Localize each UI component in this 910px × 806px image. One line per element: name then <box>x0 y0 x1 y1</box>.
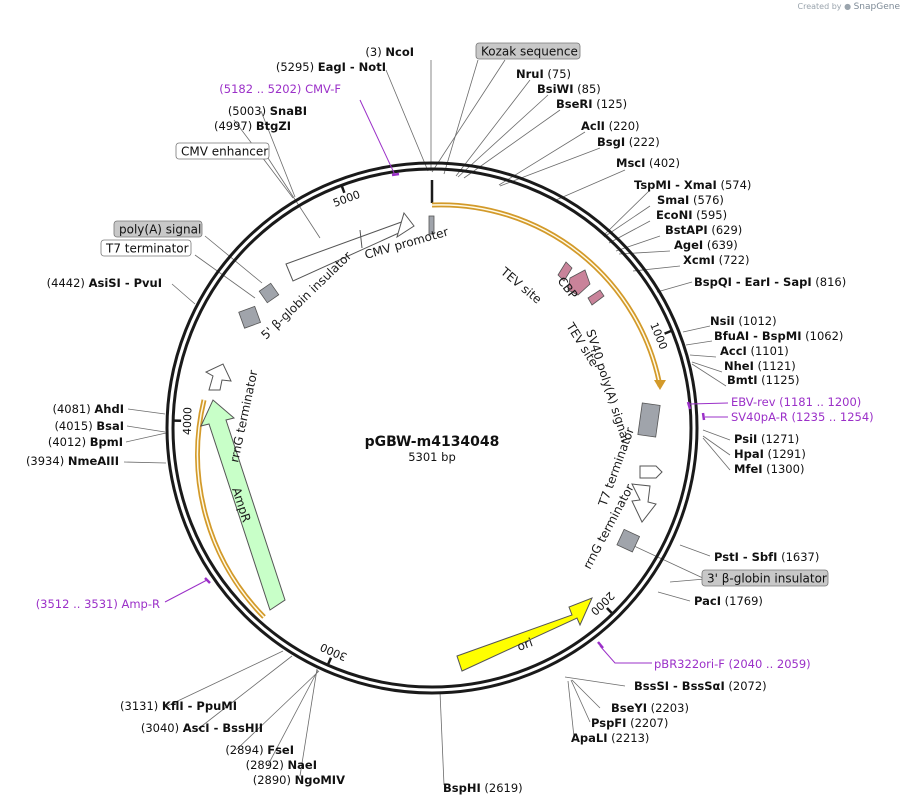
tick-label: 5000 <box>331 188 362 210</box>
feature-polya-signal[interactable] <box>258 282 280 304</box>
primer-marks <box>164 99 729 664</box>
snapgene-logo-icon: ● <box>844 2 852 11</box>
enzyme-site[interactable]: PacI (1769) <box>694 594 763 608</box>
primer-labels: (5182 .. 5202) CMV-F EBV-rev (1181 .. 120… <box>36 82 874 671</box>
enzyme-site[interactable]: BseYI (2203) <box>611 701 689 715</box>
feature-box[interactable]: CMV enhancer <box>175 142 270 160</box>
enzyme-site[interactable]: NruI (75) <box>516 67 571 81</box>
enzyme-site[interactable]: PspFI (2207) <box>591 716 668 730</box>
enzyme-site[interactable]: SmaI (576) <box>657 193 724 207</box>
feature-sv40-polya[interactable] <box>637 402 661 438</box>
enzyme-site[interactable]: MscI (402) <box>616 156 680 170</box>
svg-text:CMV enhancer: CMV enhancer <box>181 145 268 159</box>
tick-label: 3000 <box>318 640 349 663</box>
enzyme-site[interactable]: (2890) NgoMIV <box>253 773 345 787</box>
feature-3-globin-insulator[interactable] <box>616 528 641 553</box>
credit-brand: SnapGene <box>853 2 900 12</box>
tick-mark <box>340 185 346 194</box>
primer-label[interactable]: EBV-rev (1181 .. 1200) <box>731 395 861 409</box>
feature-label: TEV site <box>497 264 544 307</box>
feature-box[interactable]: poly(A) signal <box>113 220 203 238</box>
feature-t7-terminator-right[interactable] <box>639 465 663 479</box>
enzyme-site[interactable]: NsiI (1012) <box>710 314 777 328</box>
enzyme-site[interactable]: EcoNI (595) <box>656 208 727 222</box>
orf-arc-top <box>431 202 663 387</box>
primer-label[interactable]: (5182 .. 5202) CMV-F <box>219 82 341 96</box>
enzyme-site[interactable]: NheI (1121) <box>724 359 796 373</box>
svg-text:T7 terminator: T7 terminator <box>105 242 189 256</box>
enzyme-site[interactable]: (4442) AsiSI - PvuI <box>47 276 162 290</box>
tick-mark <box>664 329 672 335</box>
enzyme-site[interactable]: (4012) BpmI <box>48 435 123 449</box>
tick-mark <box>606 607 613 614</box>
primer-label[interactable]: SV40pA-R (1235 .. 1254) <box>731 410 874 424</box>
enzyme-site[interactable]: (4081) AhdI <box>52 402 124 416</box>
enzyme-site[interactable]: (5295) EagI - NotI <box>276 60 386 74</box>
feature-tev-cbp[interactable] <box>557 261 605 306</box>
plasmid-name: pGBW-m4134048 <box>365 434 500 450</box>
enzyme-site[interactable]: AccI (1101) <box>720 344 789 358</box>
orf-arc-top-head <box>654 380 666 390</box>
snapgene-credit: Created by ● SnapGene <box>798 2 901 12</box>
enzyme-site[interactable]: (3131) KflI - PpuMI <box>120 699 237 713</box>
enzyme-site[interactable]: PsiI (1271) <box>734 432 799 446</box>
enzyme-site[interactable]: BsiWI (85) <box>537 82 601 96</box>
plasmid-length: 5301 bp <box>408 450 456 464</box>
feature-5-globin-insulator[interactable] <box>238 305 262 329</box>
enzyme-site[interactable]: BsgI (222) <box>597 135 660 149</box>
backbone-outer <box>165 161 699 695</box>
enzyme-site[interactable]: PstI - SbfI (1637) <box>714 550 819 564</box>
feature-cmv-promoter[interactable] <box>285 211 415 282</box>
tick-label: 4000 <box>181 407 195 435</box>
enzyme-site[interactable]: (3) NcoI <box>365 45 414 59</box>
credit-prefix: Created by <box>797 2 842 11</box>
feature-rrng-terminator-left[interactable] <box>204 363 232 391</box>
primer-label[interactable]: pBR322ori-F (2040 .. 2059) <box>654 657 811 671</box>
primer-label[interactable]: (3512 .. 3531) Amp-R <box>36 597 160 611</box>
enzyme-site[interactable]: TspMI - XmaI (574) <box>634 178 751 192</box>
backbone-inner <box>171 167 693 689</box>
enzyme-site[interactable]: (3040) AscI - BssHII <box>141 721 263 735</box>
feature-rrng-terminator-right[interactable] <box>631 483 657 523</box>
enzyme-site[interactable]: (5003) SnaBI <box>228 104 307 118</box>
enzyme-site[interactable]: (2894) FseI <box>225 743 294 757</box>
feature-box[interactable]: 3' β-globin insulator <box>701 569 829 587</box>
enzyme-site[interactable]: BssSI - BssSαI (2072) <box>634 679 767 693</box>
enzyme-site[interactable]: BspHI (2619) <box>443 781 523 795</box>
enzyme-site[interactable]: (4015) BsaI <box>54 419 124 433</box>
enzyme-site[interactable]: MfeI (1300) <box>734 462 804 476</box>
feature-box[interactable]: T7 terminator <box>100 239 192 257</box>
enzyme-site[interactable]: (2892) NaeI <box>246 758 317 772</box>
enzyme-site[interactable]: (3934) NmeAIII <box>26 454 119 468</box>
feature-kozak[interactable] <box>428 215 435 235</box>
enzyme-site[interactable]: XcmI (722) <box>683 253 750 267</box>
enzyme-site[interactable]: BspQI - EarI - SapI (816) <box>694 275 846 289</box>
enzyme-site[interactable]: ApaLI (2213) <box>571 731 649 745</box>
enzyme-site[interactable]: (4997) BtgZI <box>214 119 291 133</box>
svg-text:poly(A) signal: poly(A) signal <box>119 223 201 237</box>
feature-label: SV40 poly(A) signal <box>583 328 633 444</box>
feature-box[interactable]: Kozak sequence <box>475 42 581 60</box>
feature-label: ori <box>515 635 534 653</box>
feature-ampr[interactable] <box>200 399 286 611</box>
tick-mark <box>327 657 333 665</box>
enzyme-labels: (3) NcoI NruI (75)BsiWI (85)BseRI (125) Ac… <box>26 45 846 795</box>
enzyme-site[interactable]: BmtI (1125) <box>727 373 799 387</box>
svg-text:3' β-globin insulator: 3' β-globin insulator <box>707 572 827 586</box>
enzyme-site[interactable]: AclI (220) <box>581 119 640 133</box>
enzyme-site[interactable]: BstAPI (629) <box>665 223 742 237</box>
enzyme-site[interactable]: BfuAI - BspMI (1062) <box>714 329 843 343</box>
enzyme-site[interactable]: AgeI (639) <box>674 238 738 252</box>
svg-text:Kozak sequence: Kozak sequence <box>481 45 578 59</box>
enzyme-site[interactable]: BseRI (125) <box>556 97 627 111</box>
enzyme-site[interactable]: HpaI (1291) <box>734 447 806 461</box>
feature-ori[interactable] <box>456 597 593 672</box>
